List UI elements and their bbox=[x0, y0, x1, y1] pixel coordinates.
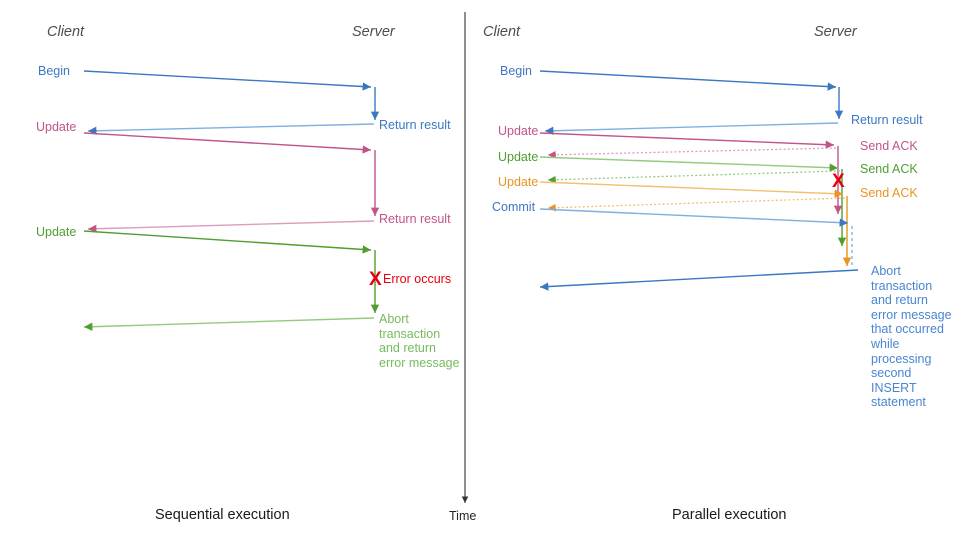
right-message-commit: Commit bbox=[492, 200, 536, 214]
arrow-send-ack-3-right bbox=[547, 197, 846, 212]
arrow-update-1-left bbox=[83, 132, 372, 154]
right-error-x-icon: X bbox=[832, 171, 845, 192]
left-message-abort: Abort transaction and return error messa… bbox=[379, 312, 460, 370]
left-message-update-1: Update bbox=[36, 120, 77, 134]
arrow-begin-left bbox=[83, 70, 372, 91]
arrow-abort-left bbox=[83, 317, 375, 331]
left-message-return-result-1: Return result bbox=[379, 118, 451, 132]
right-actor-client: Client bbox=[483, 24, 521, 40]
arrow-update-2-right bbox=[539, 156, 839, 172]
right-message-update-2: Update bbox=[498, 150, 539, 164]
arrow-commit-right bbox=[539, 208, 849, 227]
arrow-send-ack-1-right bbox=[547, 147, 837, 159]
arrow-abort-right bbox=[539, 269, 859, 291]
arrow-begin-right bbox=[539, 70, 837, 91]
left-error-x-icon: X bbox=[369, 269, 382, 290]
right-actor-server: Server bbox=[814, 24, 857, 40]
left-message-begin: Begin bbox=[38, 64, 70, 78]
left-panel-caption: Sequential execution bbox=[155, 507, 290, 523]
left-actor-server: Server bbox=[352, 24, 395, 40]
arrow-update-2-left bbox=[83, 230, 372, 254]
right-panel-arrows bbox=[539, 70, 859, 291]
left-message-error-occurs: Error occurs bbox=[383, 272, 452, 286]
right-message-send-ack-1: Send ACK bbox=[860, 139, 918, 153]
right-message-send-ack-3: Send ACK bbox=[860, 186, 918, 200]
right-message-update-3: Update bbox=[498, 175, 539, 189]
arrow-return-result-2-left bbox=[87, 220, 375, 233]
right-message-update-1: Update bbox=[498, 124, 539, 138]
left-message-update-2: Update bbox=[36, 225, 77, 239]
right-message-abort: Abort transaction and return error messa… bbox=[871, 264, 952, 410]
arrow-send-ack-2-right bbox=[547, 170, 841, 184]
arrow-update-1-right bbox=[539, 132, 835, 149]
time-axis-label: Time bbox=[449, 509, 477, 523]
right-message-send-ack-2: Send ACK bbox=[860, 162, 918, 176]
right-panel-caption: Parallel execution bbox=[672, 507, 787, 523]
arrow-return-result-right bbox=[544, 122, 839, 135]
right-message-return-result: Return result bbox=[851, 113, 923, 127]
left-panel-arrows bbox=[83, 70, 380, 331]
left-message-return-result-2: Return result bbox=[379, 212, 451, 226]
arrow-return-result-1-left bbox=[87, 123, 375, 135]
arrow-update-3-right bbox=[539, 181, 844, 198]
left-actor-client: Client bbox=[47, 24, 85, 40]
right-message-begin: Begin bbox=[500, 64, 532, 78]
